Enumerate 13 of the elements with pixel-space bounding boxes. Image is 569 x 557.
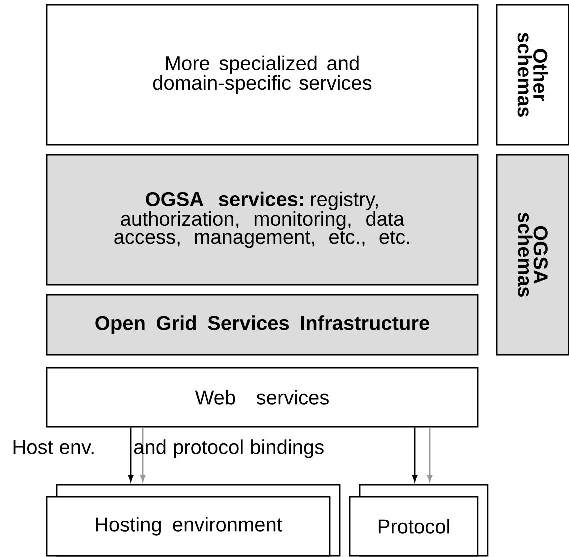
arrow (427, 428, 433, 482)
schema-box: OGSA schemas (496, 154, 569, 356)
arrow (128, 428, 134, 482)
stacked-box: Hosting environment (46, 484, 341, 557)
arrow (412, 428, 418, 482)
schema-box: Other schemas (496, 4, 569, 146)
binding-label: Host env. and protocol bindings (14, 440, 324, 458)
layer-box: Open Grid Services Infrastructure (46, 294, 479, 356)
layer-box: More specialized and domain-specific services (46, 4, 479, 146)
arrow (140, 428, 146, 482)
layer-box: OGSA services: registry, authorization, monitoring, data access, management, etc., etc. (46, 154, 479, 286)
layer-box: Web services (46, 367, 479, 428)
stacked-box: Protocol (349, 484, 489, 557)
